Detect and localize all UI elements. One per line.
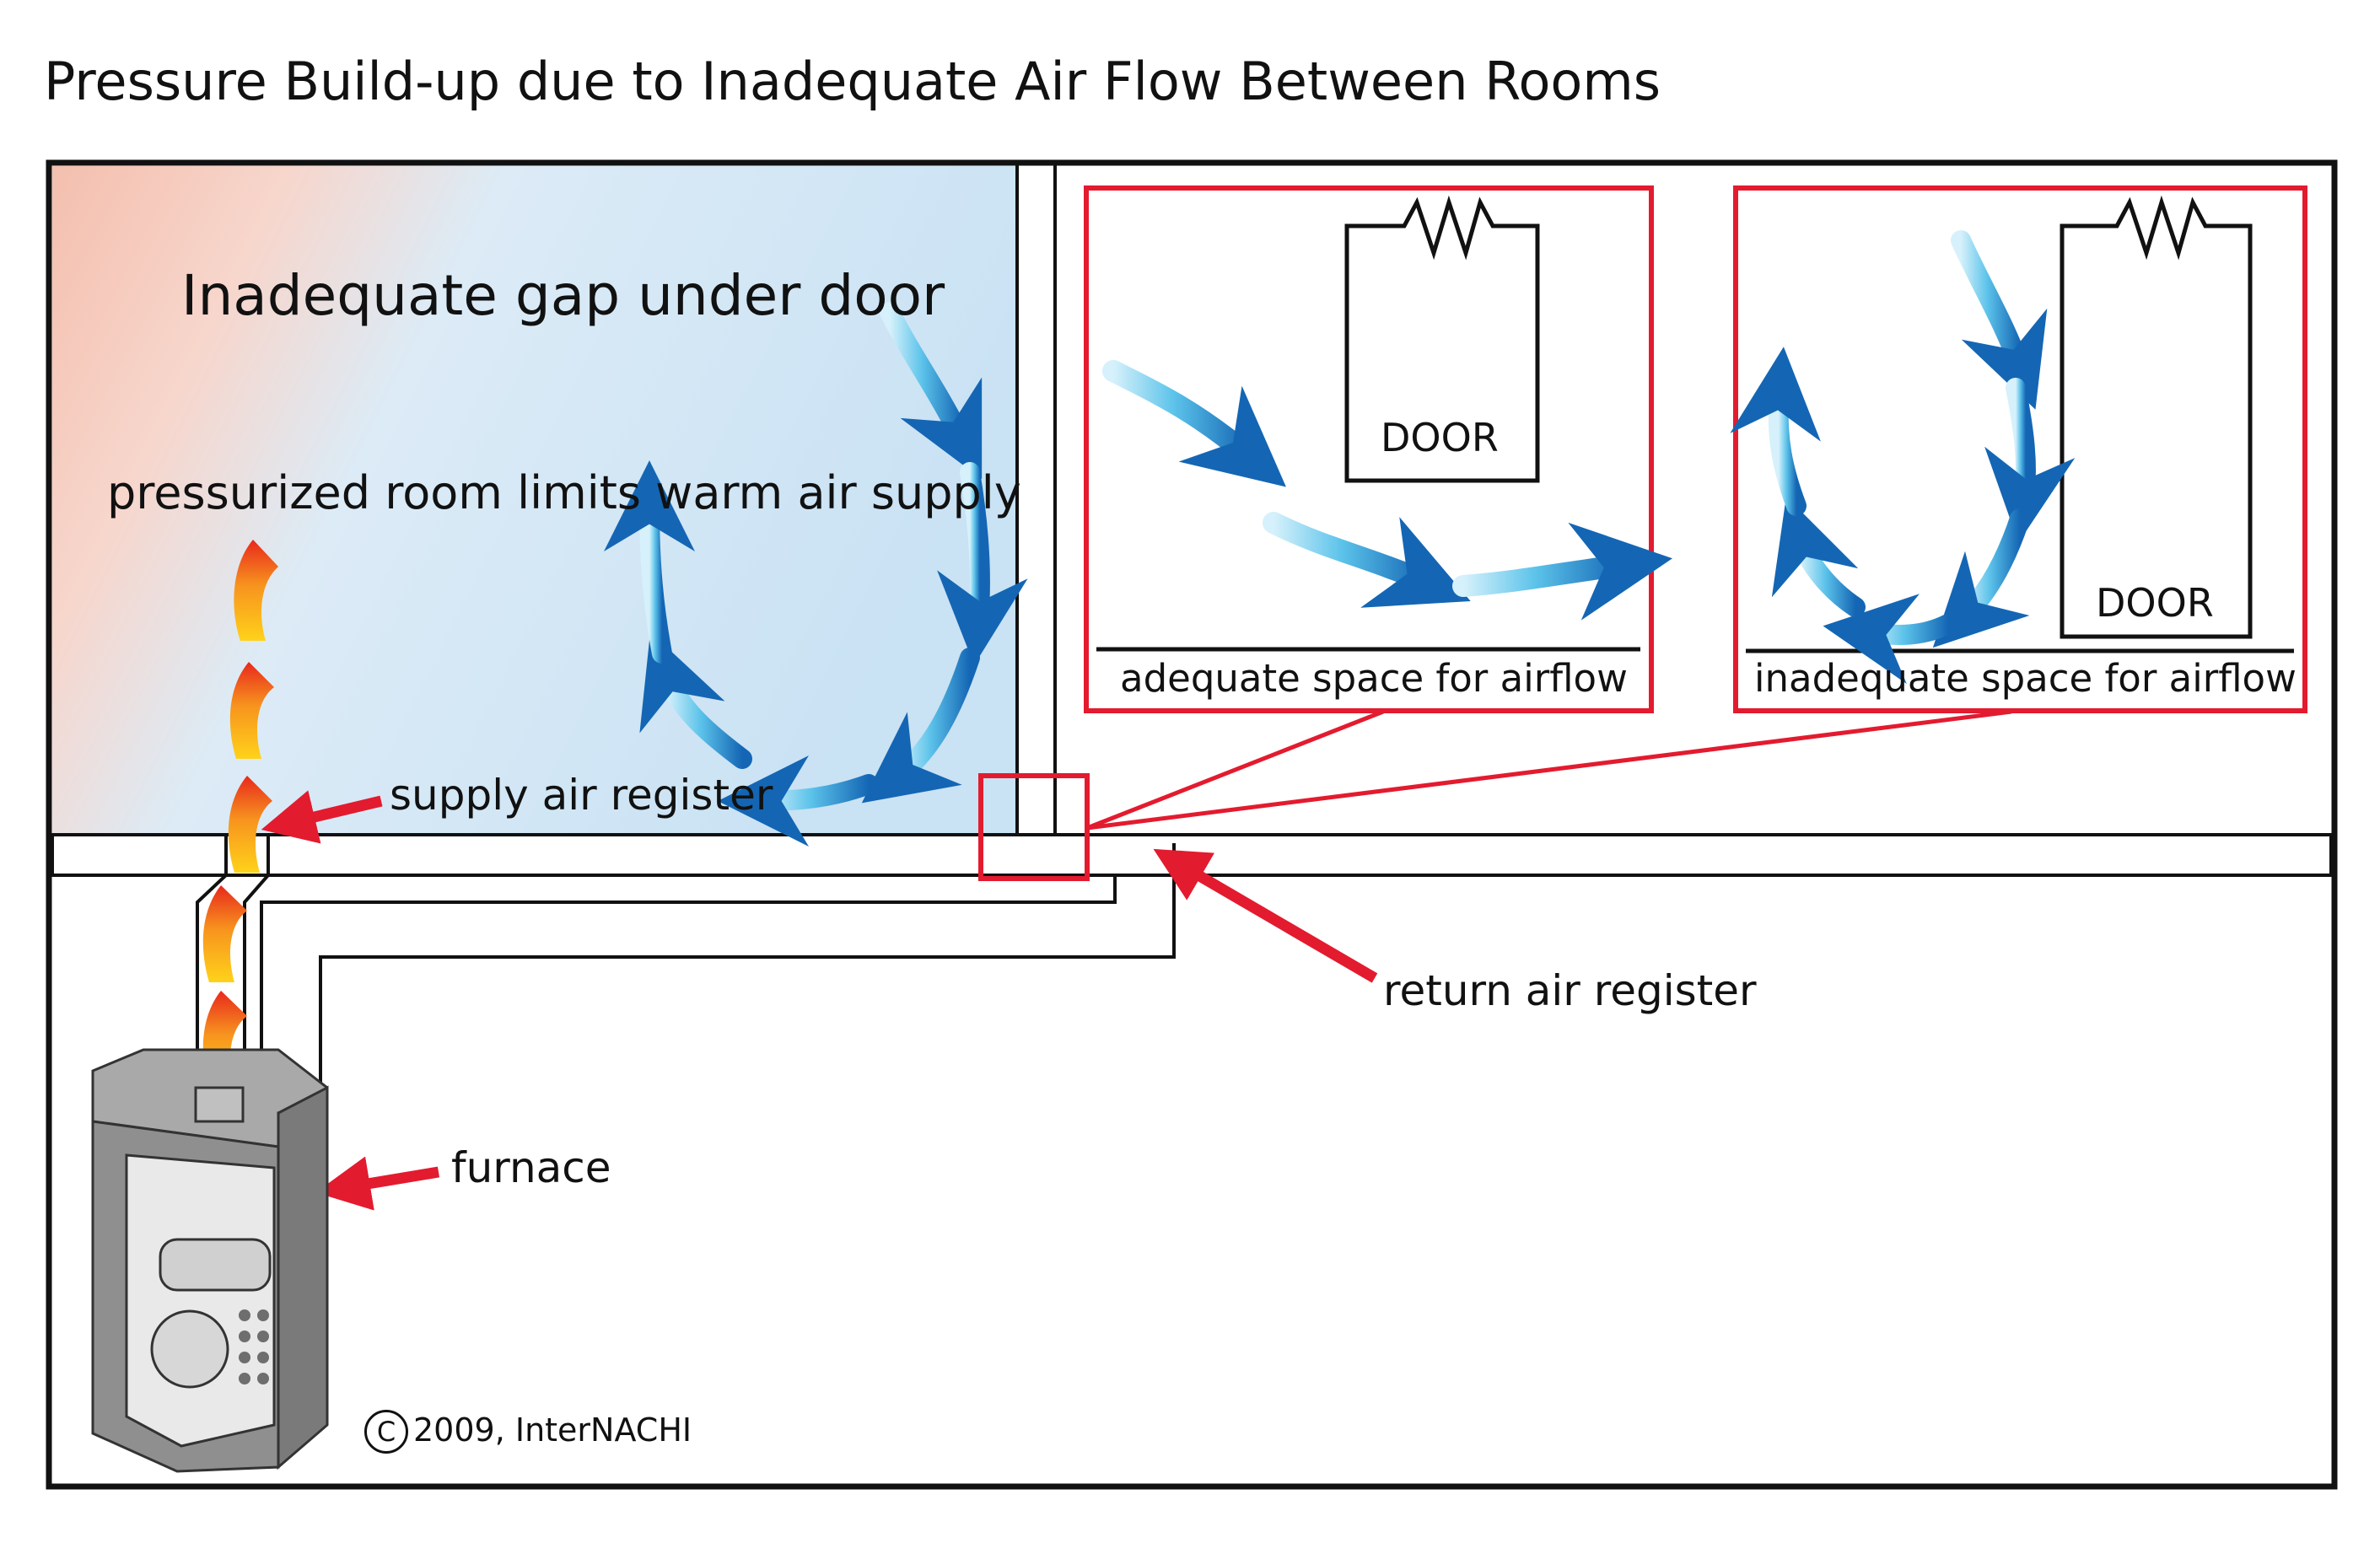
flame-1: [234, 540, 278, 641]
airflow-arrow-6: [604, 460, 696, 664]
airflow-arrow-5: [639, 632, 752, 769]
airflow-loop: [604, 302, 1028, 847]
vent-hole: [239, 1331, 250, 1342]
vent-hole: [257, 1373, 269, 1384]
furnace-cabinet: [125, 1153, 276, 1448]
vent-hole: [257, 1352, 269, 1363]
airflow-arrow-1: [880, 302, 983, 480]
door-right-label: DOOR: [2096, 580, 2214, 626]
inadequate-airflow: [1730, 230, 2076, 685]
supply-duct: [196, 835, 270, 1086]
vent-hole: [257, 1331, 269, 1342]
adequate-airflow: [1102, 360, 1672, 621]
furnace: [91, 1048, 329, 1473]
copyright-label: 2009, InterNACHI: [413, 1411, 692, 1449]
vent-hole: [257, 1309, 269, 1321]
burner-assembly: [159, 1238, 272, 1292]
inadequate-arrow-5: [1771, 496, 1866, 617]
door-left-label: DOOR: [1381, 415, 1499, 460]
flame-4: [202, 885, 247, 982]
inadequate-caption: inadequate space for airflow: [1754, 656, 2297, 701]
pressurized-room: [52, 166, 1017, 834]
inadequate-arrow-1: [1951, 230, 2048, 410]
inadequate-arrow-6: [1730, 347, 1821, 516]
blower-motor: [150, 1309, 229, 1389]
furnace-vent-holes: [239, 1309, 269, 1384]
flame-2: [229, 662, 274, 759]
door-right: [2060, 195, 2253, 639]
copyright-icon: C: [364, 1410, 408, 1454]
adequate-arrow-3: [1452, 522, 1672, 621]
callout-line-adequate: [1086, 709, 1384, 831]
callout-line-inadequate: [1086, 709, 2012, 831]
furnace-label: furnace: [451, 1143, 611, 1192]
supply-callout-arrow: [261, 790, 383, 844]
page-title: Pressure Build-up due to Inadequate Air …: [44, 51, 1661, 112]
inadequate-arrow-4: [1823, 594, 1958, 685]
furnace-callout-arrow: [315, 1156, 440, 1211]
adequate-arrow-2: [1263, 512, 1471, 608]
supply-register-label: supply air register: [390, 771, 773, 820]
airflow-arrow-3: [861, 648, 980, 804]
furnace-flue: [194, 1086, 245, 1123]
airflow-arrow-2: [937, 462, 1028, 665]
airflow-arrow-4: [718, 755, 879, 847]
return-callout-arrow: [1153, 848, 1378, 983]
furnace-side: [277, 1085, 329, 1470]
vent-hole: [239, 1309, 250, 1321]
inadequate-arrow-2: [1984, 378, 2076, 543]
adequate-arrow-1: [1102, 360, 1286, 487]
adequate-caption: adequate space for airflow: [1120, 656, 1628, 701]
inadequate-arrow-3: [1932, 508, 2030, 648]
door-left: [1344, 195, 1540, 483]
pressurized-room-label: pressurized room limits warm air supply: [107, 466, 1021, 519]
vent-hole: [239, 1373, 250, 1384]
gap-title: Inadequate gap under door: [181, 263, 945, 328]
vent-hole: [239, 1352, 250, 1363]
return-register-label: return air register: [1383, 966, 1757, 1015]
